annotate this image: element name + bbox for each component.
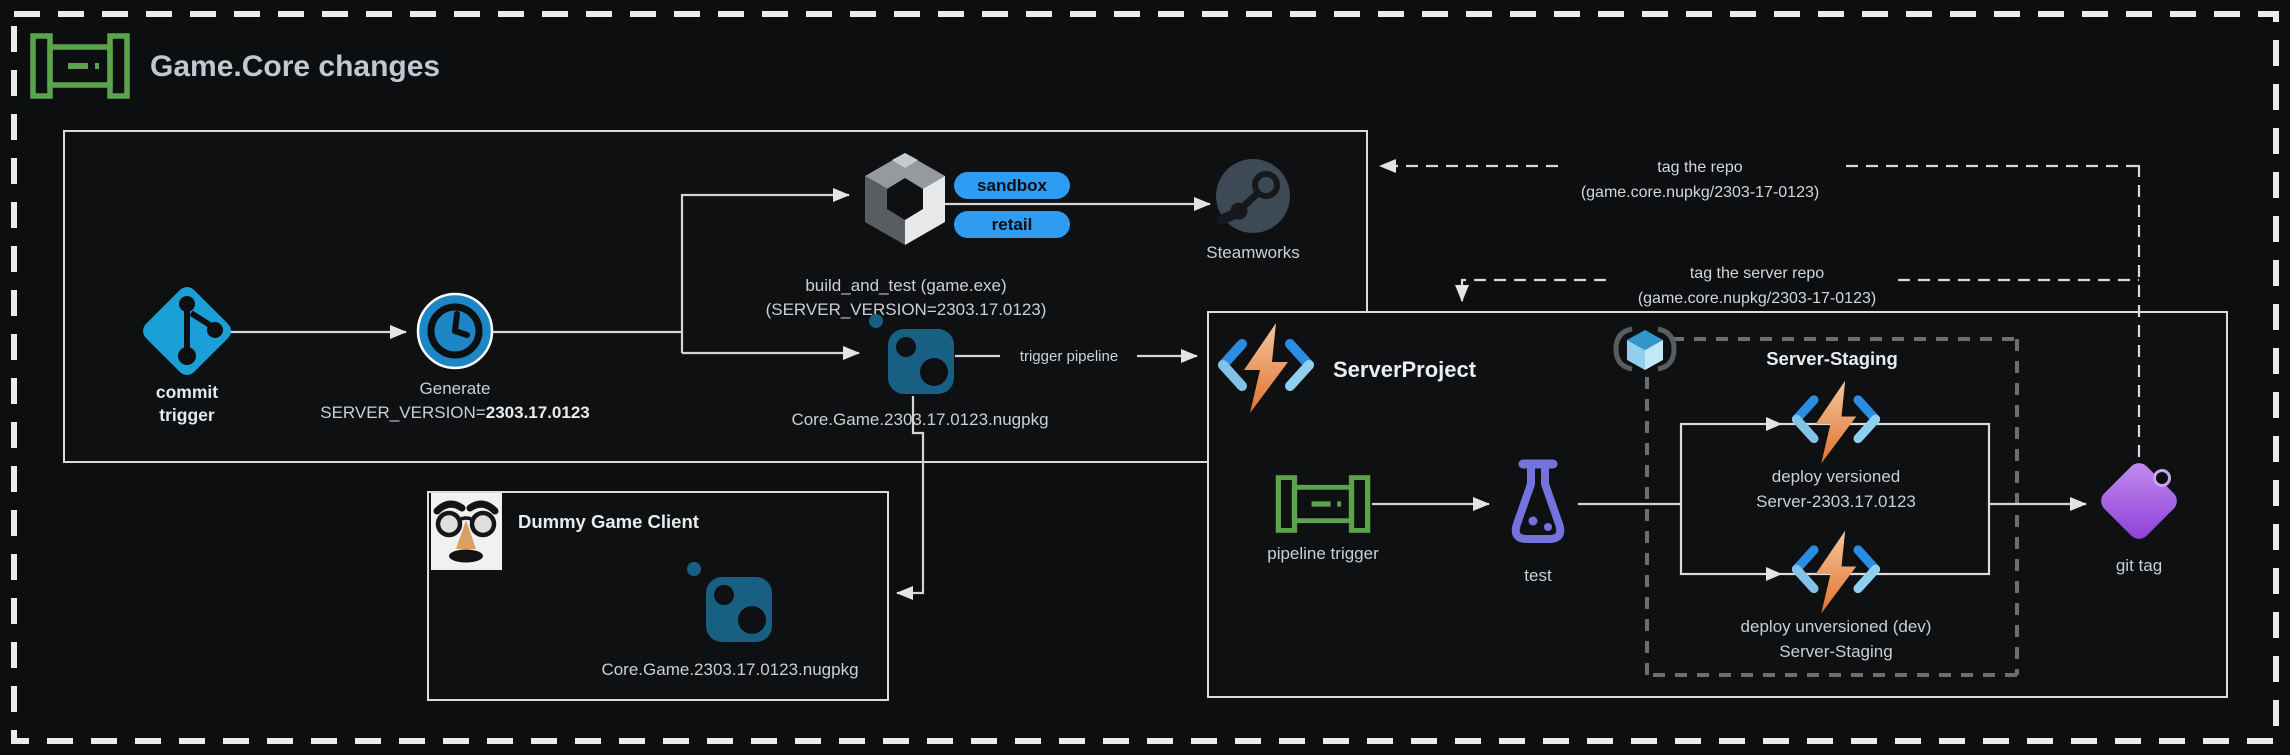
disguise-glasses-icon — [431, 493, 502, 570]
package-cube-icon — [1613, 326, 1677, 372]
commit-trigger-label-line1: commit — [156, 382, 218, 402]
generate-var-prefix: SERVER_VERSION= — [320, 403, 486, 422]
tag-repo-label-line1: tag the repo — [1657, 159, 1743, 176]
tag-server-repo-label-line1: tag the server repo — [1690, 265, 1824, 282]
deploy-unversioned-label-line1: deploy unversioned (dev) — [1741, 617, 1932, 636]
generate-version-bold: 2303.17.0123 — [486, 403, 590, 422]
dummy-game-client-title: Dummy Game Client — [518, 511, 699, 532]
tag-server-repo-dashed-connector — [1455, 278, 2139, 302]
pipeline-trigger-label: pipeline trigger — [1267, 544, 1379, 563]
page-title: Game.Core changes — [150, 50, 440, 83]
steamworks-icon — [1216, 159, 1290, 233]
server-staging-dashed-box — [1645, 337, 2019, 677]
unity-icon — [865, 153, 945, 245]
build-box — [63, 130, 1368, 463]
trigger-pipeline-label: trigger pipeline — [1020, 348, 1118, 365]
commit-trigger-label-line2: trigger — [159, 405, 215, 425]
deploy-versioned-label-line1: deploy versioned — [1772, 467, 1901, 486]
steamworks-label: Steamworks — [1206, 243, 1300, 262]
connector-generate-branch — [492, 188, 860, 360]
connector-nupkg-to-dummy-client — [896, 396, 925, 600]
test-flask-icon — [1511, 459, 1565, 543]
tag-server-repo-label-line2: (game.core.nupkg/2303-17-0123) — [1638, 290, 1876, 307]
git-commit-icon — [143, 287, 231, 375]
generate-label-line1: Generate — [420, 379, 491, 398]
deploy-unversioned-label-line2: Server-Staging — [1779, 642, 1892, 661]
sandbox-badge-label: sandbox — [977, 176, 1047, 195]
dummy-game-client-box — [427, 491, 889, 701]
build-and-test-label-line1: build_and_test (game.exe) — [805, 276, 1006, 295]
dummy-nupkg-label: Core.Game.2303.17.0123.nugpkg — [601, 660, 858, 679]
tag-repo-dashed-connector — [1379, 159, 2141, 459]
build-and-test-label-line2: (SERVER_VERSION=2303.17.0123) — [766, 300, 1047, 319]
nupkg-label: Core.Game.2303.17.0123.nugpkg — [791, 410, 1048, 429]
git-tag-label: git tag — [2116, 556, 2162, 575]
deploy-versioned-label-line2: Server-2303.17.0123 — [1756, 492, 1916, 511]
retail-badge-label: retail — [992, 215, 1033, 234]
git-tag-icon — [2101, 463, 2177, 539]
diagram-title-group: Game.Core changes — [33, 36, 440, 96]
server-staging-title: Server-Staging — [1766, 348, 1898, 369]
test-label: test — [1524, 566, 1552, 585]
retail-badge: retail — [954, 211, 1070, 238]
sandbox-badge: sandbox — [954, 172, 1070, 199]
clock-icon — [416, 292, 494, 370]
tag-repo-label-line2: (game.core.nupkg/2303-17-0123) — [1581, 184, 1819, 201]
generate-label-line2: SERVER_VERSION=2303.17.0123 — [320, 403, 590, 422]
server-project-title: ServerProject — [1333, 357, 1477, 382]
